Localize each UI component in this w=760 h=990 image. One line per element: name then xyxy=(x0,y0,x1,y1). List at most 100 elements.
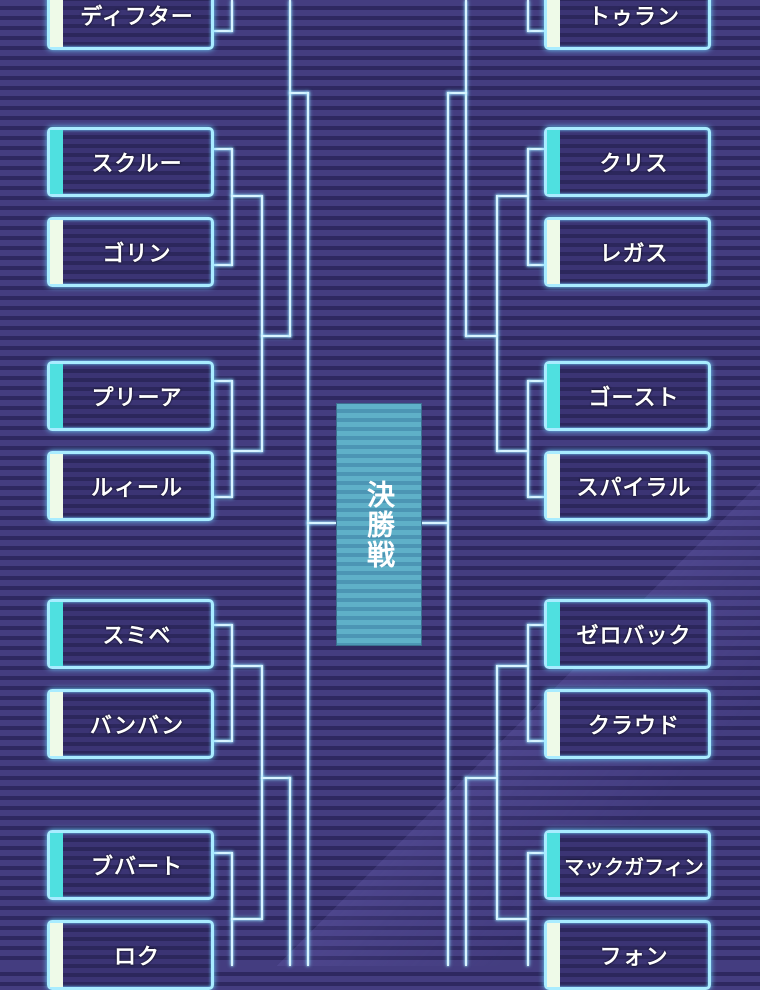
bracket-line xyxy=(497,918,528,920)
player-name: スミベ xyxy=(102,624,172,649)
bracket-line xyxy=(231,195,262,197)
bracket-line xyxy=(527,852,529,966)
final-label: 決勝戦 xyxy=(363,479,396,570)
bracket-line xyxy=(496,195,498,452)
bracket-entry-left-7[interactable]: ブバート xyxy=(47,830,214,900)
bracket-line xyxy=(496,665,498,920)
bracket-line xyxy=(261,665,263,920)
tournament-bracket: 決勝戦 ディフター スクルー ゴリン プリーア ルィール スミベ バンバン ブバ… xyxy=(47,0,711,990)
bracket-line xyxy=(527,380,529,498)
player-name: ルィール xyxy=(90,476,183,501)
winner-indicator xyxy=(547,602,560,666)
bracket-entry-left-6[interactable]: バンバン xyxy=(47,689,214,759)
bracket-line xyxy=(231,380,233,498)
loser-indicator xyxy=(50,692,63,756)
bracket-entry-right-6[interactable]: クラウド xyxy=(544,689,711,759)
bracket-line xyxy=(261,195,263,452)
bracket-line xyxy=(231,450,262,452)
bracket-entry-right-2[interactable]: レガス xyxy=(544,217,711,287)
loser-indicator xyxy=(547,692,560,756)
bracket-entry-right-7[interactable]: マックガフィン xyxy=(544,830,711,900)
bracket-entry-right-1[interactable]: クリス xyxy=(544,127,711,197)
bracket-line xyxy=(528,264,544,266)
loser-indicator xyxy=(547,0,560,47)
bracket-line xyxy=(289,0,291,337)
bracket-entry-right-8[interactable]: フォン xyxy=(544,920,711,990)
bracket-line xyxy=(447,92,449,966)
winner-indicator xyxy=(547,130,560,194)
bracket-line xyxy=(528,30,544,32)
bracket-line xyxy=(447,92,467,94)
winner-indicator xyxy=(547,364,560,428)
bracket-line xyxy=(465,335,497,337)
bracket-line xyxy=(420,522,448,524)
player-name: スクルー xyxy=(91,152,183,177)
bracket-entry-left-4[interactable]: ルィール xyxy=(47,451,214,521)
winner-indicator xyxy=(547,833,560,897)
bracket-entry-right-3[interactable]: ゴースト xyxy=(544,361,711,431)
loser-indicator xyxy=(50,0,63,47)
winner-indicator xyxy=(50,130,63,194)
winner-indicator xyxy=(50,364,63,428)
bracket-line xyxy=(497,195,528,197)
bracket-line xyxy=(528,148,544,150)
bracket-entry-right-4[interactable]: スパイラル xyxy=(544,451,711,521)
loser-indicator xyxy=(50,454,63,518)
bracket-entry-right-5[interactable]: ゼロバック xyxy=(544,599,711,669)
bracket-line xyxy=(214,380,232,382)
player-name: ゴースト xyxy=(588,386,680,411)
player-name: レガス xyxy=(599,242,669,267)
player-name: スパイラル xyxy=(576,476,692,501)
bracket-line xyxy=(231,852,233,966)
bracket-line xyxy=(214,852,232,854)
player-name: クラウド xyxy=(587,714,680,739)
bracket-line xyxy=(528,380,544,382)
loser-indicator xyxy=(50,220,63,284)
bracket-entry-left-8[interactable]: ロク xyxy=(47,920,214,990)
bracket-line xyxy=(231,0,233,32)
bracket-line xyxy=(465,777,467,966)
bracket-entry-left-2[interactable]: ゴリン xyxy=(47,217,214,287)
winner-indicator xyxy=(50,602,63,666)
bracket-line xyxy=(528,496,544,498)
bracket-line xyxy=(528,740,544,742)
player-name: フォン xyxy=(599,945,669,970)
loser-indicator xyxy=(50,923,63,987)
bracket-line xyxy=(261,335,291,337)
bracket-entry-right-0[interactable]: トゥラン xyxy=(544,0,711,50)
bracket-line xyxy=(465,0,467,337)
player-name: ゴリン xyxy=(102,242,172,267)
player-name: マックガフィン xyxy=(564,854,704,879)
bracket-line xyxy=(527,624,529,742)
bracket-line xyxy=(261,777,291,779)
bracket-line xyxy=(528,624,544,626)
bracket-line xyxy=(307,92,309,966)
bracket-entry-left-3[interactable]: プリーア xyxy=(47,361,214,431)
player-name: クリス xyxy=(599,152,669,177)
bracket-line xyxy=(289,777,291,966)
final-match-box[interactable]: 決勝戦 xyxy=(336,403,422,646)
bracket-line xyxy=(214,496,232,498)
bracket-line xyxy=(497,450,528,452)
bracket-line xyxy=(527,148,529,266)
bracket-line xyxy=(497,665,528,667)
bracket-line xyxy=(231,624,233,742)
bracket-line xyxy=(214,30,232,32)
bracket-line xyxy=(231,148,233,266)
loser-indicator xyxy=(547,923,560,987)
bracket-entry-left-1[interactable]: スクルー xyxy=(47,127,214,197)
player-name: バンバン xyxy=(89,714,185,739)
bracket-line xyxy=(231,665,262,667)
player-name: ロク xyxy=(113,945,160,970)
bracket-line xyxy=(214,624,232,626)
player-name: ディフター xyxy=(80,5,194,30)
player-name: ゼロバック xyxy=(576,624,692,649)
bracket-line xyxy=(528,852,544,854)
bracket-line xyxy=(214,740,232,742)
loser-indicator xyxy=(547,220,560,284)
loser-indicator xyxy=(547,454,560,518)
winner-indicator xyxy=(50,833,63,897)
bracket-entry-left-0[interactable]: ディフター xyxy=(47,0,214,50)
bracket-entry-left-5[interactable]: スミベ xyxy=(47,599,214,669)
player-name: トゥラン xyxy=(587,5,680,30)
